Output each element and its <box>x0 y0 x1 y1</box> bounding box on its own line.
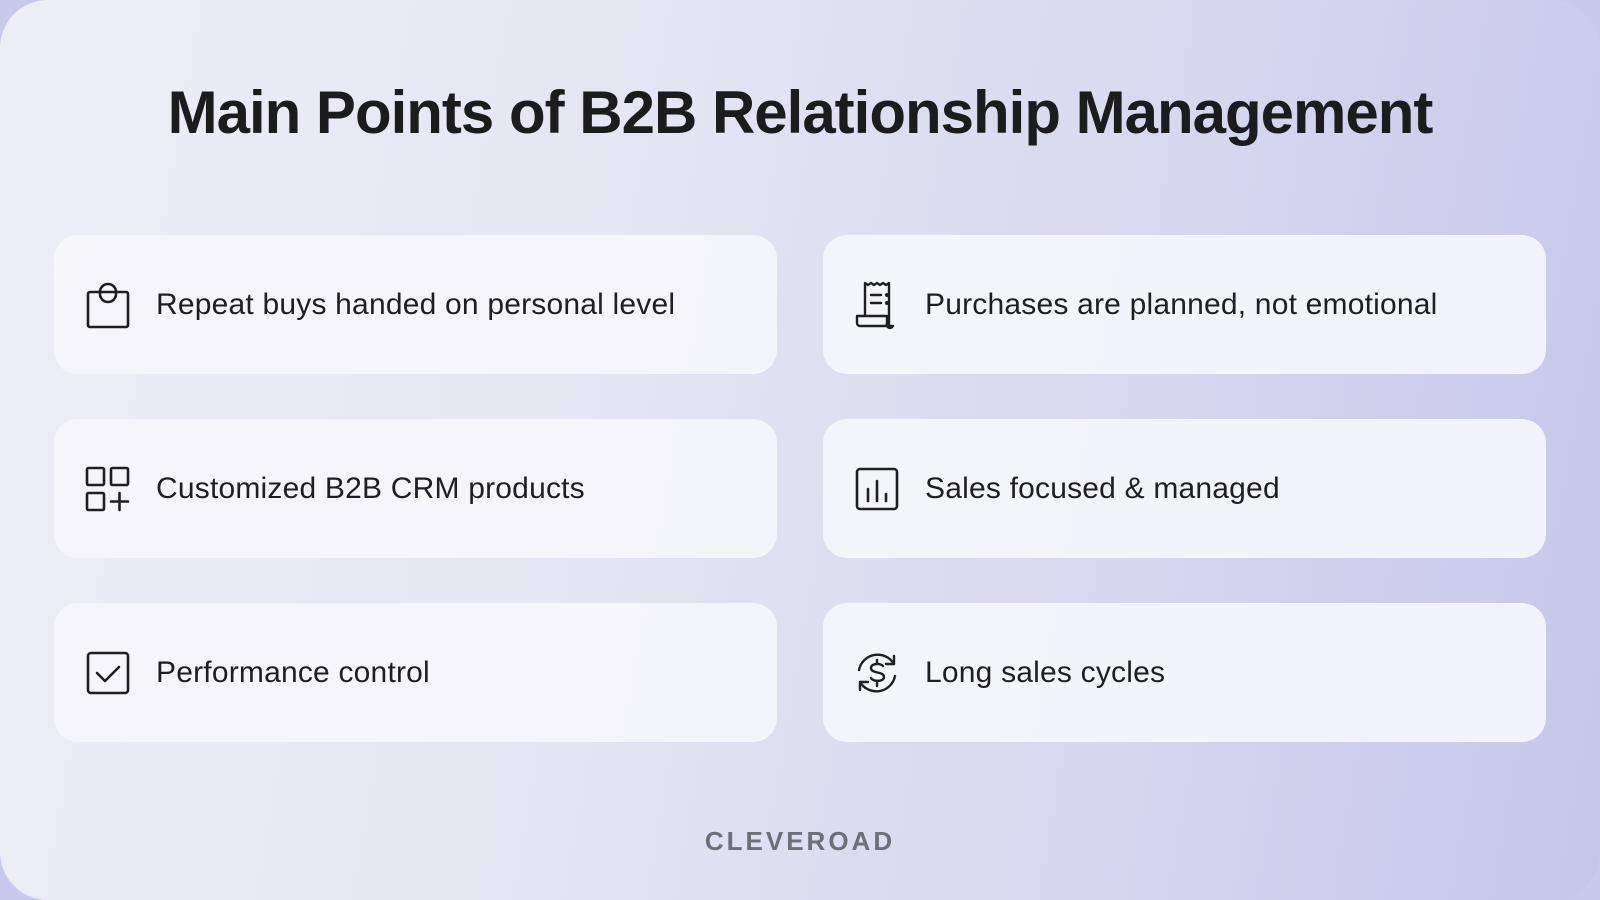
shopping-bag-icon <box>85 280 131 330</box>
point-card-sales-focused: Sales focused & managed <box>823 419 1546 558</box>
point-card-long-sales-cycles: Long sales cycles <box>823 603 1546 742</box>
point-label: Customized B2B CRM products <box>156 471 585 505</box>
point-card-repeat-buys: Repeat buys handed on personal level <box>54 235 777 374</box>
point-label: Performance control <box>156 655 430 689</box>
checkbox-icon <box>85 648 131 698</box>
point-card-planned-purchases: Purchases are planned, not emotional <box>823 235 1546 374</box>
bar-chart-icon <box>854 464 900 514</box>
point-label: Purchases are planned, not emotional <box>925 287 1438 321</box>
point-label: Sales focused & managed <box>925 471 1280 505</box>
brand-logo-text: CLEVEROAD <box>704 826 896 856</box>
receipt-icon <box>854 280 900 330</box>
dollar-cycle-icon <box>854 648 900 698</box>
point-label: Long sales cycles <box>925 655 1166 689</box>
page-title: Main Points of B2B Relationship Manageme… <box>167 79 1434 146</box>
point-card-customized-crm: Customized B2B CRM products <box>54 419 777 558</box>
point-card-performance-control: Performance control <box>54 603 777 742</box>
add-grid-icon <box>85 464 131 514</box>
point-label: Repeat buys handed on personal level <box>156 287 676 321</box>
points-grid: Repeat buys handed on personal level Pur… <box>54 235 1546 742</box>
